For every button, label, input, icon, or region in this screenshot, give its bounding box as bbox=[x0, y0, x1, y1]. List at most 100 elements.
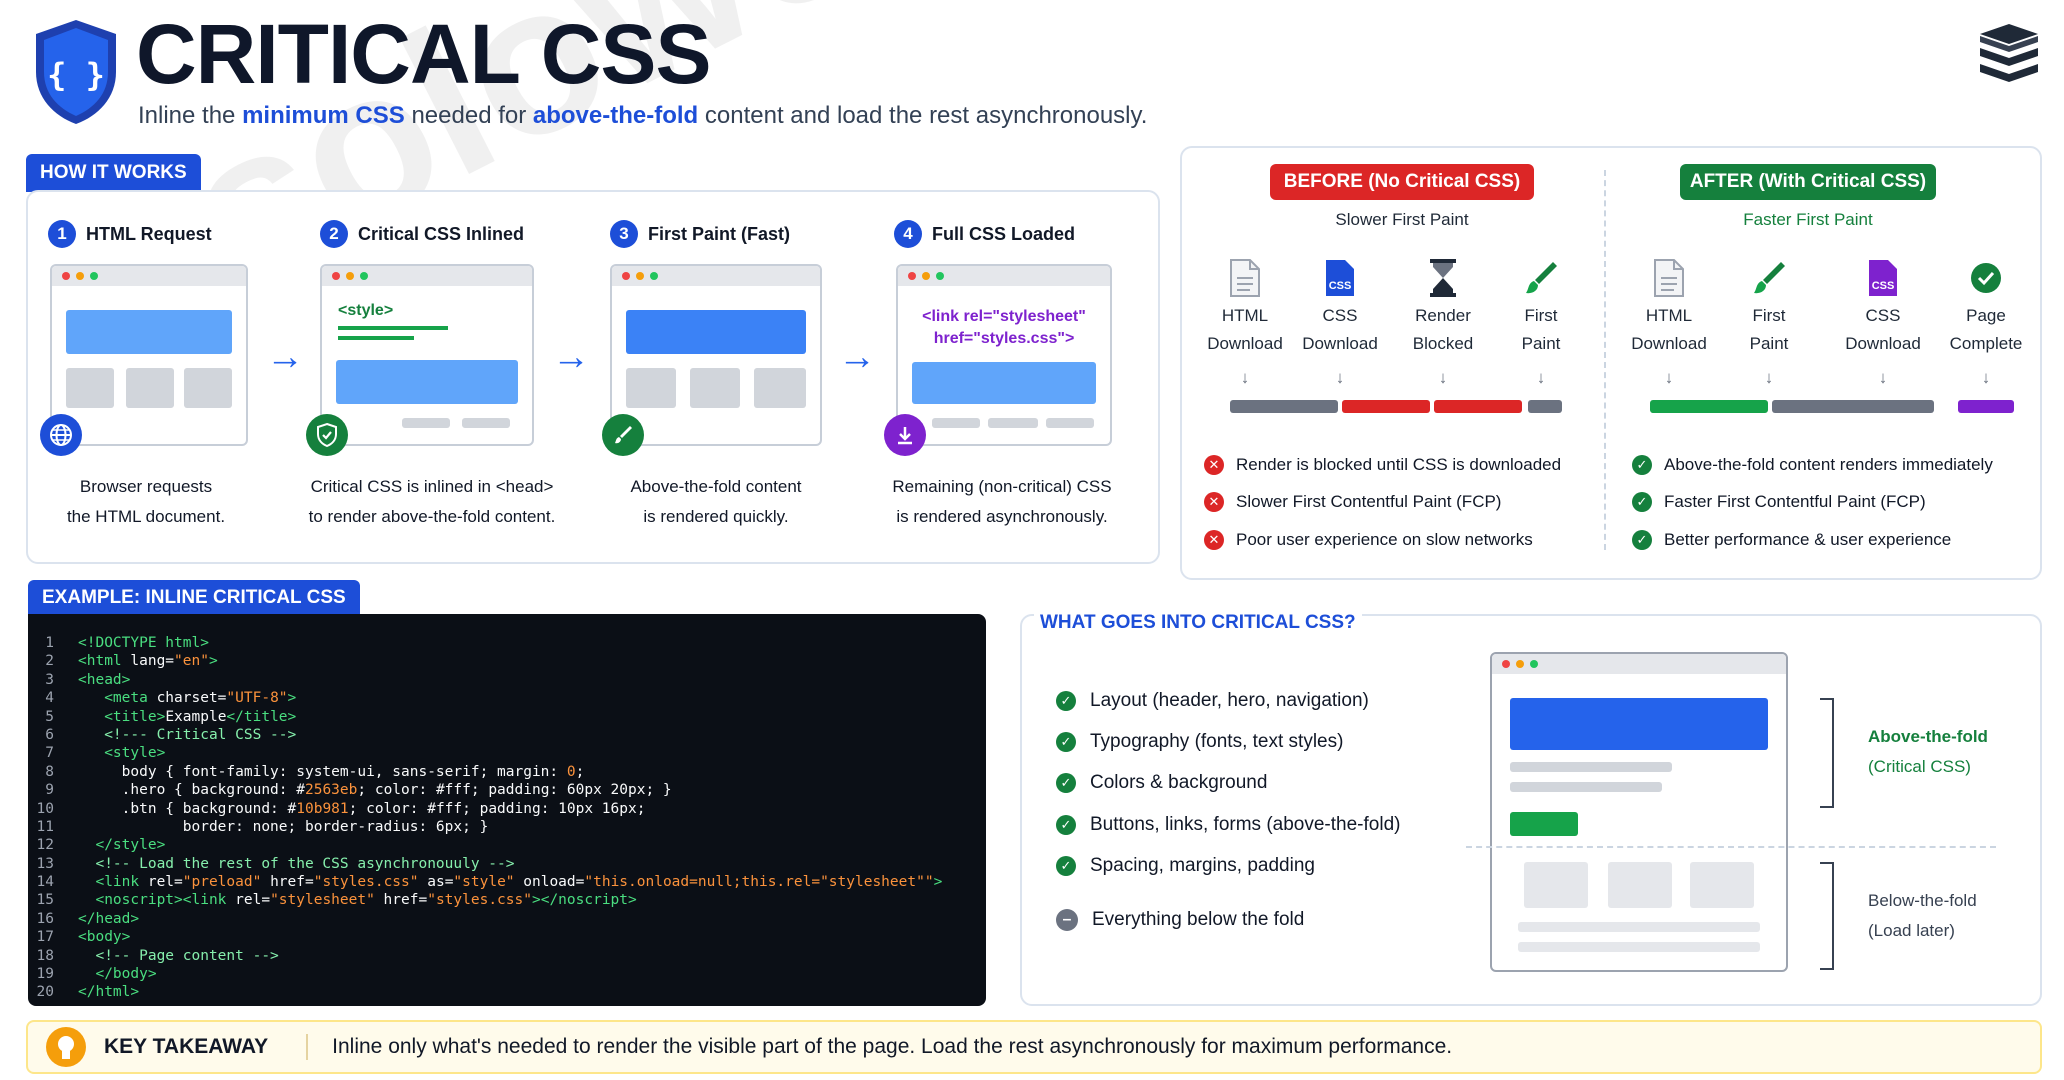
code-block: 1<!DOCTYPE html>2<html lang="en">3<head>… bbox=[28, 614, 986, 1006]
code-line: 17<body> bbox=[28, 928, 986, 946]
check-circle-icon bbox=[1966, 258, 2006, 298]
check-circle-icon: ✓ bbox=[1056, 773, 1076, 793]
what-goes-title: WHAT GOES INTO CRITICAL CSS? bbox=[1034, 612, 1362, 634]
after-item: ✓Above-the-fold content renders immediat… bbox=[1632, 455, 1993, 475]
arrow-down-icon: ↓ bbox=[1335, 368, 1345, 387]
takeaway-label: KEY TAKEAWAY bbox=[104, 1035, 269, 1058]
x-circle-icon: ✕ bbox=[1204, 530, 1224, 550]
check-circle-icon: ✓ bbox=[1056, 732, 1076, 752]
after-timeline-css bbox=[1772, 400, 1934, 413]
line-number: 20 bbox=[36, 984, 54, 1001]
code-line: 19 </body> bbox=[28, 965, 986, 983]
after-timeline-html bbox=[1650, 400, 1768, 413]
after-label: AFTER (With Critical CSS) bbox=[1680, 164, 1936, 200]
line-number: 2 bbox=[45, 653, 54, 670]
step-3-browser bbox=[610, 264, 822, 446]
below-fold-bracket bbox=[1820, 862, 1834, 970]
after-item: ✓Faster First Contentful Paint (FCP) bbox=[1632, 492, 1926, 512]
code-line: 9 .hero { background: #2563eb; color: #f… bbox=[28, 781, 986, 799]
code-line: 20</html> bbox=[28, 983, 986, 1001]
arrow-down-icon: ↓ bbox=[1536, 368, 1546, 387]
line-number: 5 bbox=[45, 708, 54, 725]
before-label: BEFORE (No Critical CSS) bbox=[1270, 164, 1534, 200]
check-circle-icon: ✓ bbox=[1056, 691, 1076, 711]
critical-item: ✓Spacing, margins, padding bbox=[1056, 855, 1315, 877]
line-number: 13 bbox=[36, 855, 54, 872]
line-number: 12 bbox=[36, 837, 54, 854]
excluded-item: –Everything below the fold bbox=[1056, 909, 1304, 931]
check-circle-icon: ✓ bbox=[1632, 455, 1652, 475]
line-number: 7 bbox=[45, 745, 54, 762]
fold-line bbox=[1466, 846, 1996, 848]
arrow-down-icon: ↓ bbox=[1438, 368, 1448, 387]
code-line: 15 <noscript><link rel="stylesheet" href… bbox=[28, 891, 986, 909]
page-subtitle: Inline the minimum CSS needed for above-… bbox=[138, 102, 1148, 129]
step-2-description: Critical CSS is inlined in <head>to rend… bbox=[308, 477, 556, 526]
arrow-right-icon: → bbox=[838, 336, 876, 378]
shield-check-icon bbox=[306, 414, 348, 456]
line-number: 14 bbox=[36, 874, 54, 891]
before-timeline-css bbox=[1342, 400, 1430, 413]
line-number: 9 bbox=[45, 782, 54, 799]
line-number: 6 bbox=[45, 726, 54, 743]
below-fold-label: Below-the-fold(Load later) bbox=[1868, 891, 1977, 940]
x-circle-icon: ✕ bbox=[1204, 492, 1224, 512]
x-circle-icon: ✕ bbox=[1204, 455, 1224, 475]
before-timeline-blocked bbox=[1434, 400, 1522, 413]
code-line: 7 <style> bbox=[28, 744, 986, 762]
step-4-browser: <link rel="stylesheet"href="styles.css"> bbox=[896, 264, 1112, 446]
above-fold-bracket bbox=[1820, 698, 1834, 808]
line-number: 1 bbox=[45, 635, 54, 651]
file-icon bbox=[1649, 258, 1689, 298]
before-item: ✕Poor user experience on slow networks bbox=[1204, 530, 1533, 550]
brush-icon bbox=[602, 414, 644, 456]
above-fold-label: Above-the-fold(Critical CSS) bbox=[1868, 727, 1988, 776]
css-file-icon: CSS bbox=[1320, 258, 1360, 298]
check-circle-icon: ✓ bbox=[1056, 815, 1076, 835]
arrow-down-icon: ↓ bbox=[1764, 368, 1774, 387]
code-line: 1<!DOCTYPE html> bbox=[28, 634, 986, 652]
code-line: 18 <!-- Page content --> bbox=[28, 947, 986, 965]
code-line: 14 <link rel="preload" href="styles.css"… bbox=[28, 873, 986, 891]
before-item: ✕Slower First Contentful Paint (FCP) bbox=[1204, 492, 1501, 512]
lightbulb-icon bbox=[46, 1027, 86, 1067]
code-line: 2<html lang="en"> bbox=[28, 652, 986, 670]
critical-item: ✓Buttons, links, forms (above-the-fold) bbox=[1056, 814, 1400, 836]
key-takeaway-bar: KEY TAKEAWAY Inline only what's needed t… bbox=[26, 1020, 2042, 1074]
minus-circle-icon: – bbox=[1056, 909, 1078, 931]
svg-text:{ }: { } bbox=[47, 56, 105, 94]
before-timeline-paint bbox=[1528, 400, 1562, 413]
arrow-down-icon: ↓ bbox=[1240, 368, 1250, 387]
arrow-down-icon: ↓ bbox=[1878, 368, 1888, 387]
shield-logo-icon: { } bbox=[36, 20, 116, 124]
code-line: 6 <!--- Critical CSS --> bbox=[28, 726, 986, 744]
code-line: 16</head> bbox=[28, 910, 986, 928]
before-subtitle: Slower First Paint bbox=[1335, 210, 1469, 229]
critical-item: ✓Layout (header, hero, navigation) bbox=[1056, 690, 1369, 712]
line-number: 15 bbox=[36, 892, 54, 909]
page-title: CRITICAL CSS bbox=[136, 7, 711, 101]
code-line: 11 border: none; border-radius: 6px; } bbox=[28, 818, 986, 836]
arrow-right-icon: → bbox=[552, 336, 590, 378]
globe-icon bbox=[40, 414, 82, 456]
line-number: 3 bbox=[45, 671, 54, 688]
code-line: 12 </style> bbox=[28, 836, 986, 854]
critical-item: ✓Typography (fonts, text styles) bbox=[1056, 731, 1343, 753]
svg-text:CSS: CSS bbox=[1329, 280, 1352, 292]
css-file-icon: CSS bbox=[1863, 258, 1903, 298]
example-tag: EXAMPLE: INLINE CRITICAL CSS bbox=[28, 580, 360, 616]
after-subtitle: Faster First Paint bbox=[1743, 210, 1873, 229]
check-circle-icon: ✓ bbox=[1632, 492, 1652, 512]
